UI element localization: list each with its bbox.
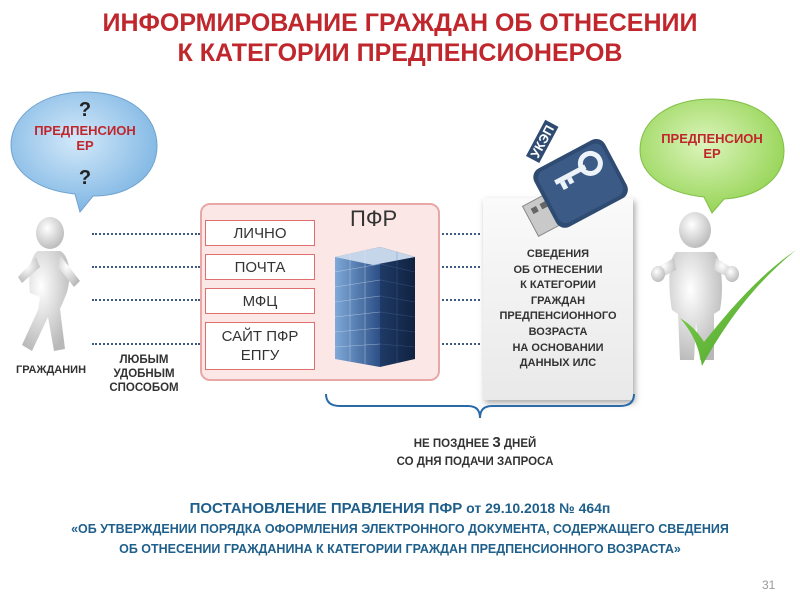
arrow-pochta-out [442,266,480,268]
arrow-mfc-out [442,299,480,301]
footer-resolution: ПОСТАНОВЛЕНИЕ ПРАВЛЕНИЯ ПФР от 29.10.201… [0,498,800,559]
arrow-mfc-in [92,299,200,301]
right-bubble-line-1: ПРЕДПЕНСИОН [661,131,763,146]
any-way-line-2: УДОБНЫМ [113,368,175,380]
page-title: ИНФОРМИРОВАНИЕ ГРАЖДАН ОБ ОТНЕСЕНИИ К КА… [0,8,800,68]
arrow-lichno-out [442,233,480,235]
footer-line-1-bold: ПОСТАНОВЛЕНИЕ ПРАВЛЕНИЯ ПФР [189,500,463,517]
arrow-site-in [92,343,200,345]
footer-line-1-rest: от 29.10.2018 № 464п [462,500,611,516]
right-bubble-text: ПРЕДПЕНСИОН ЕР [632,131,792,161]
channel-site: САЙТ ПФР ЕПГУ [205,322,315,370]
any-way-line-3: СПОСОБОМ [109,382,179,394]
document-line-7: НА ОСНОВАНИИ [512,341,604,354]
question-mark-bottom: ? [78,167,92,189]
footer-line-1: ПОСТАНОВЛЕНИЕ ПРАВЛЕНИЯ ПФР от 29.10.201… [0,498,800,519]
document-text: СВЕДЕНИЯ ОБ ОТНЕСЕНИИ К КАТЕГОРИИ ГРАЖДА… [483,247,633,372]
answer-speech-bubble: ПРЕДПЕНСИОН ЕР [632,95,792,215]
question-mark-top: ? [78,99,92,121]
title-line-2: К КАТЕГОРИИ ПРЕДПЕНСИОНЕРОВ [177,39,623,67]
citizen-figure [10,215,90,365]
page-number: 31 [762,578,776,592]
channel-site-line-1: САЙТ ПФР [221,328,299,345]
any-way-label: ЛЮБЫМ УДОБНЫМ СПОСОБОМ [100,353,188,395]
right-bubble-line-2: ЕР [703,146,721,161]
checkmark-icon [640,230,800,380]
arrow-lichno-in [92,233,200,235]
document-card [483,198,633,400]
any-way-line-1: ЛЮБЫМ [119,354,169,366]
question-speech-bubble: ? ПРЕДПЕНСИОН ЕР ? [5,88,165,213]
arrow-site-out [442,343,480,345]
document-line-6: ВОЗРАСТА [528,325,588,338]
document-line-3: К КАТЕГОРИИ [520,279,596,292]
usb-token-icon: УКЭП [500,119,630,243]
deadline-number: 3 [492,434,501,451]
channel-pochta: ПОЧТА [205,254,315,280]
channel-site-line-2: ЕПГУ [240,347,280,364]
left-bubble-line-1: ПРЕДПЕНСИОН [34,123,136,138]
channel-lichno: ЛИЧНО [205,220,315,246]
document-line-5: ПРЕДПЕНСИОННОГО [499,310,617,323]
deadline-line-1: НЕ ПОЗДНЕЕ 3 ДНЕЙ [340,434,610,453]
deadline-prefix: НЕ ПОЗДНЕЕ [413,438,493,450]
brace-connector [322,392,638,422]
deadline-label: НЕ ПОЗДНЕЕ 3 ДНЕЙ СО ДНЯ ПОДАЧИ ЗАПРОСА [340,434,610,471]
deadline-suffix: ДНЕЙ [500,438,537,450]
building-icon [325,237,425,377]
citizen-label: ГРАЖДАНИН [15,364,87,376]
arrow-pochta-in [92,266,200,268]
footer-line-2: «ОБ УТВЕРЖДЕНИИ ПОРЯДКА ОФОРМЛЕНИЯ ЭЛЕКТ… [71,522,729,536]
pfr-label: ПФР [350,206,398,231]
left-bubble-text: ПРЕДПЕНСИОН ЕР [5,123,165,153]
left-bubble-line-2: ЕР [76,138,94,153]
footer-line-3: ОБ ОТНЕСЕНИИ ГРАЖДАНИНА К КАТЕГОРИИ ГРАЖ… [119,542,681,556]
document-line-1: СВЕДЕНИЯ [526,248,590,260]
thumbs-up-figure [650,210,740,370]
deadline-line-2: СО ДНЯ ПОДАЧИ ЗАПРОСА [396,456,554,468]
document-line-4: ГРАЖДАН [530,294,586,307]
document-line-8: ДАННЫХ ИЛС [519,357,597,370]
channel-mfc: МФЦ [205,288,315,314]
title-line-1: ИНФОРМИРОВАНИЕ ГРАЖДАН ОБ ОТНЕСЕНИИ [102,9,698,37]
document-line-2: ОБ ОТНЕСЕНИИ [513,263,603,276]
